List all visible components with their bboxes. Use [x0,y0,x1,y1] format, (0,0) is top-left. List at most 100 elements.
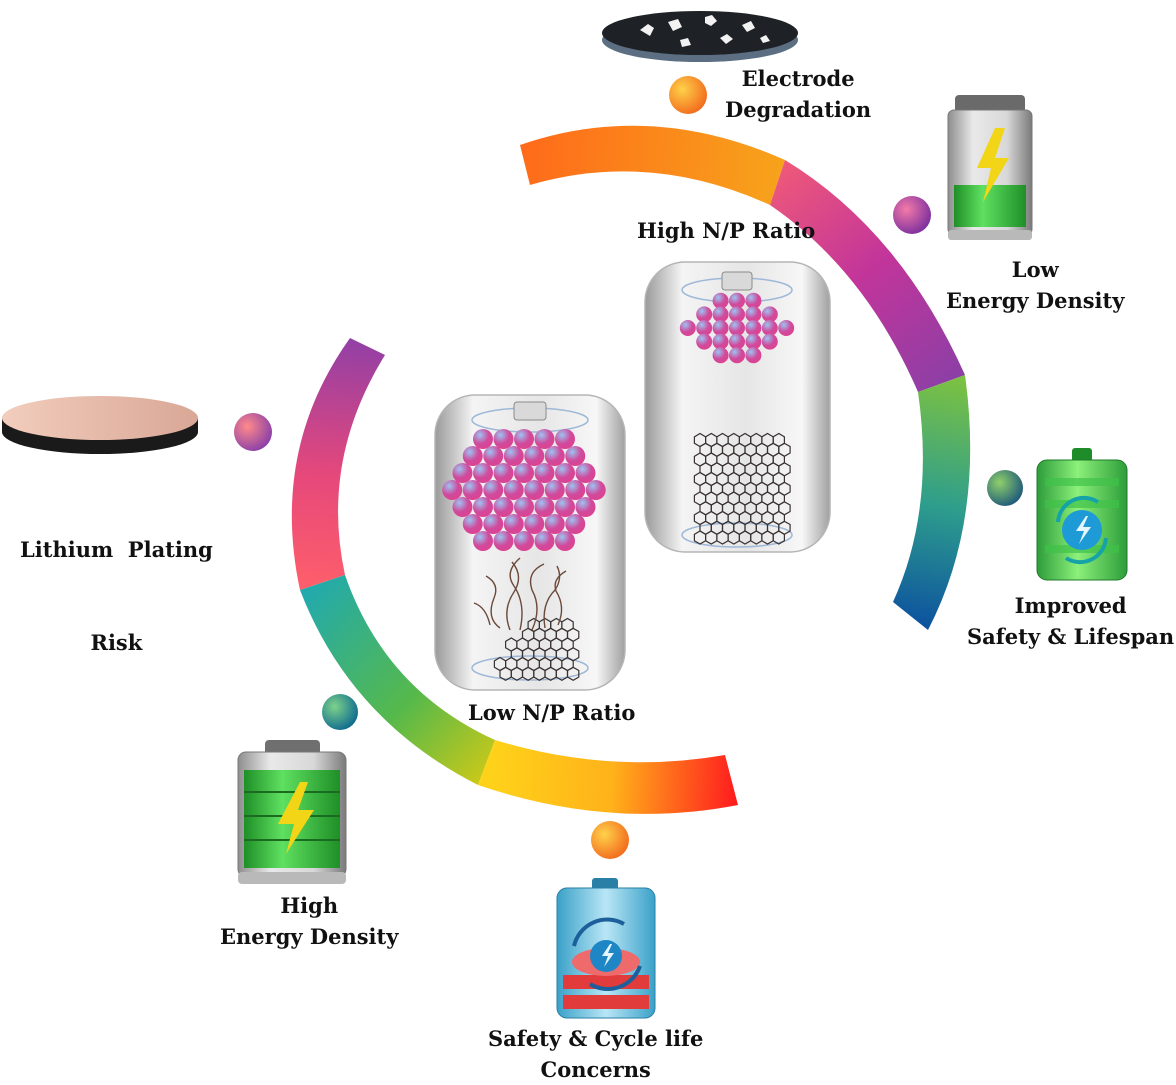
label-lithium-plating-line2: Risk [90,630,143,655]
high-cell-terminal [721,271,753,291]
label-safety-cycle-life-line1: Safety & Cycle life [488,1026,704,1051]
cathode-particle [712,306,729,323]
cathode-particle [493,497,514,517]
cathode-particle [712,333,729,350]
cathode-particle [534,531,555,551]
cathode-particle [761,320,778,336]
cathode-particle [745,306,762,323]
cathode-particle [555,463,575,483]
dot-high-energy-density [322,694,358,730]
cathode-particle [745,320,762,336]
cathode-particle [524,446,545,466]
cathode-particle [534,497,555,517]
high-np-ratio-title: High N/P Ratio [637,218,816,243]
label-improved-safety-lifespan-line1: Improved [1014,593,1127,618]
high-np-arc [520,125,971,630]
cathode-particle [544,514,565,534]
label-electrode-degradation-line2: Degradation [725,97,872,122]
low-cell-terminal [513,401,547,421]
cathode-particle [514,463,534,483]
cathode-particle [514,429,534,449]
cathode-particle [565,480,586,500]
low-cell-cathode [442,429,606,551]
cathode-particle [493,463,514,483]
cathode-particle [729,320,745,336]
label-safety-cycle-life-concerns: Safety & Cycle life Concerns [488,1023,703,1085]
cathode-particle [575,497,596,517]
arc-segment-safety-cycle [478,740,738,814]
cathode-particle [503,446,524,466]
improved-safety-battery-icon [1036,448,1128,581]
label-electrode-degradation-line1: Electrode [741,66,855,91]
lithium-dendrites [473,557,567,631]
cathode-particle [696,306,713,323]
label-low-energy-density-line2: Energy Density [946,288,1125,313]
cathode-particle [729,306,745,323]
cathode-particle [483,446,504,466]
cathode-particle [493,429,514,449]
arc-segment-low-energy-density [770,160,965,392]
cathode-particle [503,514,524,534]
low-np-cell [434,394,626,691]
low-np-ratio-title: Low N/P Ratio [468,700,636,725]
cathode-particle [462,514,483,534]
arc-segment-high-energy-density [300,575,495,785]
cathode-particle [493,531,514,551]
cathode-particle [761,306,778,323]
cathode-particle [534,429,555,449]
cathode-particle [565,446,586,466]
cathode-particle [696,333,713,350]
cathode-particle [473,429,493,449]
cathode-particle [712,320,729,336]
graphite-cell [566,666,580,681]
cathode-particle [544,480,565,500]
cathode-particle [524,480,545,500]
cathode-particle [503,480,524,500]
cathode-particle [473,497,493,517]
graphite-cell [772,530,785,545]
label-low-energy-density-line1: Low [1011,257,1059,282]
cathode-particle [483,480,504,500]
cathode-particle [729,292,745,309]
lithium-plated-disc [2,396,198,454]
cathode-particle [696,320,713,336]
high-energy-battery-icon [237,740,347,884]
cathode-particle [452,497,473,517]
cathode-particle [442,480,463,500]
cathode-particle [712,292,729,309]
cathode-particle [745,333,762,350]
degraded-electrode-disc [602,11,798,62]
dot-electrode-degradation [669,76,707,114]
low-np-arc [291,338,738,814]
high-cell-cathode [679,292,795,364]
cathode-particle [514,531,534,551]
label-improved-safety-lifespan-line2: Safety & Lifespan [967,624,1175,649]
low-cell-base-ring [471,655,589,681]
label-high-energy-density-line1: High [280,893,339,918]
cathode-particle [761,333,778,350]
cathode-particle [565,514,586,534]
label-low-energy-density: Low Energy Density [946,254,1124,316]
dot-low-energy-density [893,196,931,234]
arc-segment-improved-safety [893,375,971,630]
cathode-particle [524,514,545,534]
label-improved-safety-lifespan: Improved Safety & Lifespan [967,590,1174,652]
cathode-particle [462,480,483,500]
high-np-cell [644,261,831,553]
cycle-life-battery-icon [556,878,656,1019]
cathode-particle [778,320,795,336]
label-safety-cycle-life-line2: Concerns [540,1057,651,1082]
arc-segment-lithium-plating [291,338,385,590]
cathode-particle [452,463,473,483]
label-high-energy-density-line2: Energy Density [220,924,399,949]
cathode-particle [712,347,729,364]
cathode-particle [462,446,483,466]
cathode-particle [544,446,565,466]
cathode-particle [514,497,534,517]
cathode-particle [729,347,745,364]
cathode-particle [745,347,762,364]
cathode-particle [745,292,762,309]
cathode-particle [483,514,504,534]
cathode-particle [534,463,555,483]
